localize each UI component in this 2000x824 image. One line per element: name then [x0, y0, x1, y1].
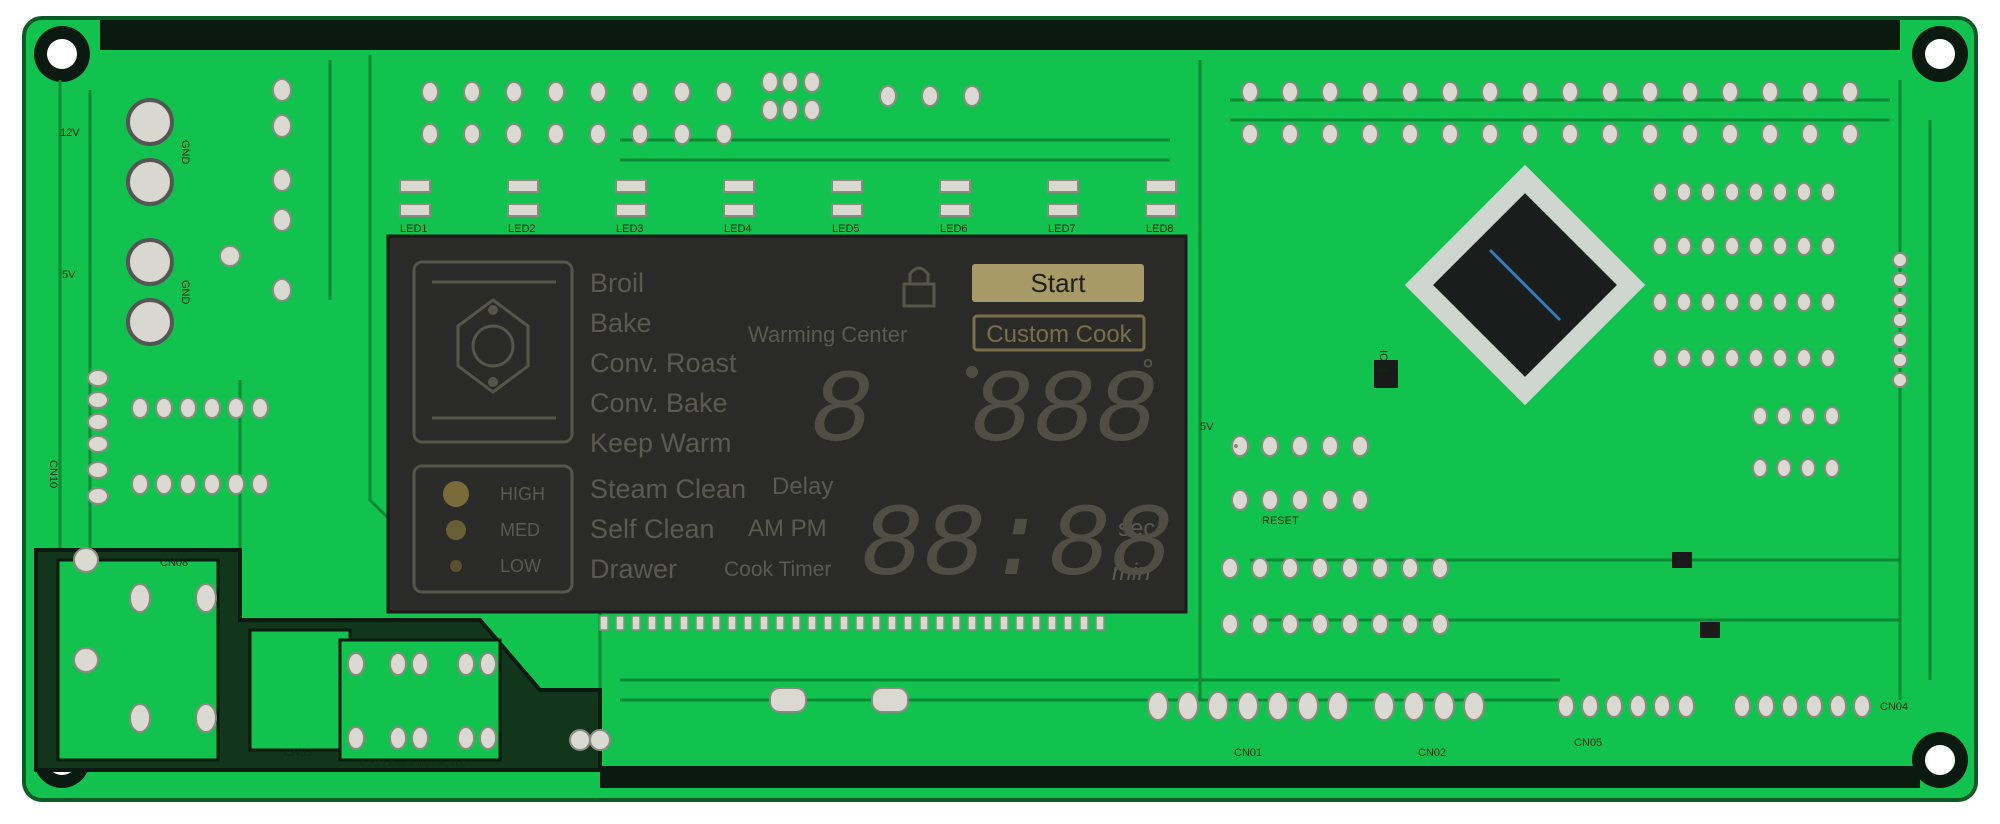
cook-timer-label: Cook Timer: [724, 558, 831, 581]
connector-cn01: CN01: [1234, 747, 1262, 759]
transistor-pads-top: [421, 71, 1859, 145]
lock-icon: [902, 266, 936, 308]
label-12v: 12V: [60, 127, 80, 139]
bottom-connector-pads: [769, 687, 1871, 721]
sec-label: sec: [1118, 515, 1155, 542]
rack-digit: 8: [810, 354, 872, 472]
label-gnd-1: GND: [179, 140, 191, 165]
mode-conv-bake: Conv. Bake: [590, 388, 728, 418]
led-row: LED1 LED2 LED3 LED4 LED5 LED6 LED7 LED8: [399, 179, 1177, 235]
connector-cn03: CN03: [284, 747, 312, 759]
top-edge-strip: [100, 20, 1900, 50]
pcb-traces: [38, 55, 1932, 770]
ampm-label: AM PM: [748, 515, 827, 542]
label-gnd-2: GND: [179, 280, 191, 305]
level-dot-low: [450, 560, 462, 572]
level-indicator-frame: [412, 464, 574, 594]
solder-pads-left: [73, 78, 611, 751]
connector-cn04: CN04: [1880, 701, 1908, 713]
clock-digits: 88:88: [860, 488, 1172, 606]
degree-symbol: °: [1142, 354, 1154, 387]
reset-label: RESET: [1262, 515, 1299, 527]
start-label: Start: [1031, 268, 1087, 298]
mode-keep-warm: Keep Warm: [590, 428, 732, 458]
convection-fan-icon: [456, 298, 530, 394]
mode-bake: Bake: [590, 308, 652, 338]
level-dot-high: [443, 481, 469, 507]
display-panel: HIGH MED LOW Broil Bake Conv. Roast Conv…: [386, 234, 1188, 614]
start-indicator: [972, 264, 1144, 302]
label-5v: 5V: [62, 269, 76, 281]
delay-label: Delay: [772, 473, 833, 500]
led-label-8: LED8: [1146, 223, 1174, 235]
bottom-edge-strip: [600, 766, 1920, 788]
connector-cn10: CN10: [47, 460, 59, 488]
ic-label: IC01: [1377, 350, 1389, 373]
led-label-2: LED2: [508, 223, 536, 235]
led-label-7: LED7: [1048, 223, 1076, 235]
copyright-text: © 2022 ShopJimmy.com, LLC: [360, 759, 466, 768]
display-pin-header: [599, 615, 1105, 631]
level-high: HIGH: [500, 484, 545, 504]
resistor-pads: [1221, 182, 1908, 635]
led-label-5: LED5: [832, 223, 860, 235]
screw-terminals: [126, 98, 174, 346]
connector-cn02: CN02: [1418, 747, 1446, 759]
led-label-3: LED3: [616, 223, 644, 235]
mode-self-clean: Self Clean: [590, 514, 715, 544]
power-section: [34, 548, 602, 772]
led-label-6: LED6: [940, 223, 968, 235]
smd-components: [1374, 360, 1720, 638]
led-label-1: LED1: [400, 223, 428, 235]
level-dot-med: [446, 520, 466, 540]
temperature-digits: 888: [970, 354, 1157, 472]
connector-cn05: CN05: [1574, 737, 1602, 749]
level-low: LOW: [500, 556, 541, 576]
temp-indicator-dot: [966, 366, 978, 378]
mode-conv-roast: Conv. Roast: [590, 348, 737, 378]
mode-broil: Broil: [590, 268, 644, 298]
led-label-4: LED4: [724, 223, 752, 235]
oven-icon-frame: [412, 260, 574, 444]
mode-steam-clean: Steam Clean: [590, 474, 746, 504]
custom-cook-label: Custom Cook: [986, 321, 1132, 348]
min-label: min: [1112, 559, 1151, 586]
warming-center-label: Warming Center: [748, 322, 907, 347]
custom-cook-indicator: [972, 314, 1146, 352]
label-5v-b: 5V: [1200, 421, 1214, 433]
mode-drawer: Drawer: [590, 554, 677, 584]
level-med: MED: [500, 520, 540, 540]
connector-cn08: CN08: [160, 557, 188, 569]
